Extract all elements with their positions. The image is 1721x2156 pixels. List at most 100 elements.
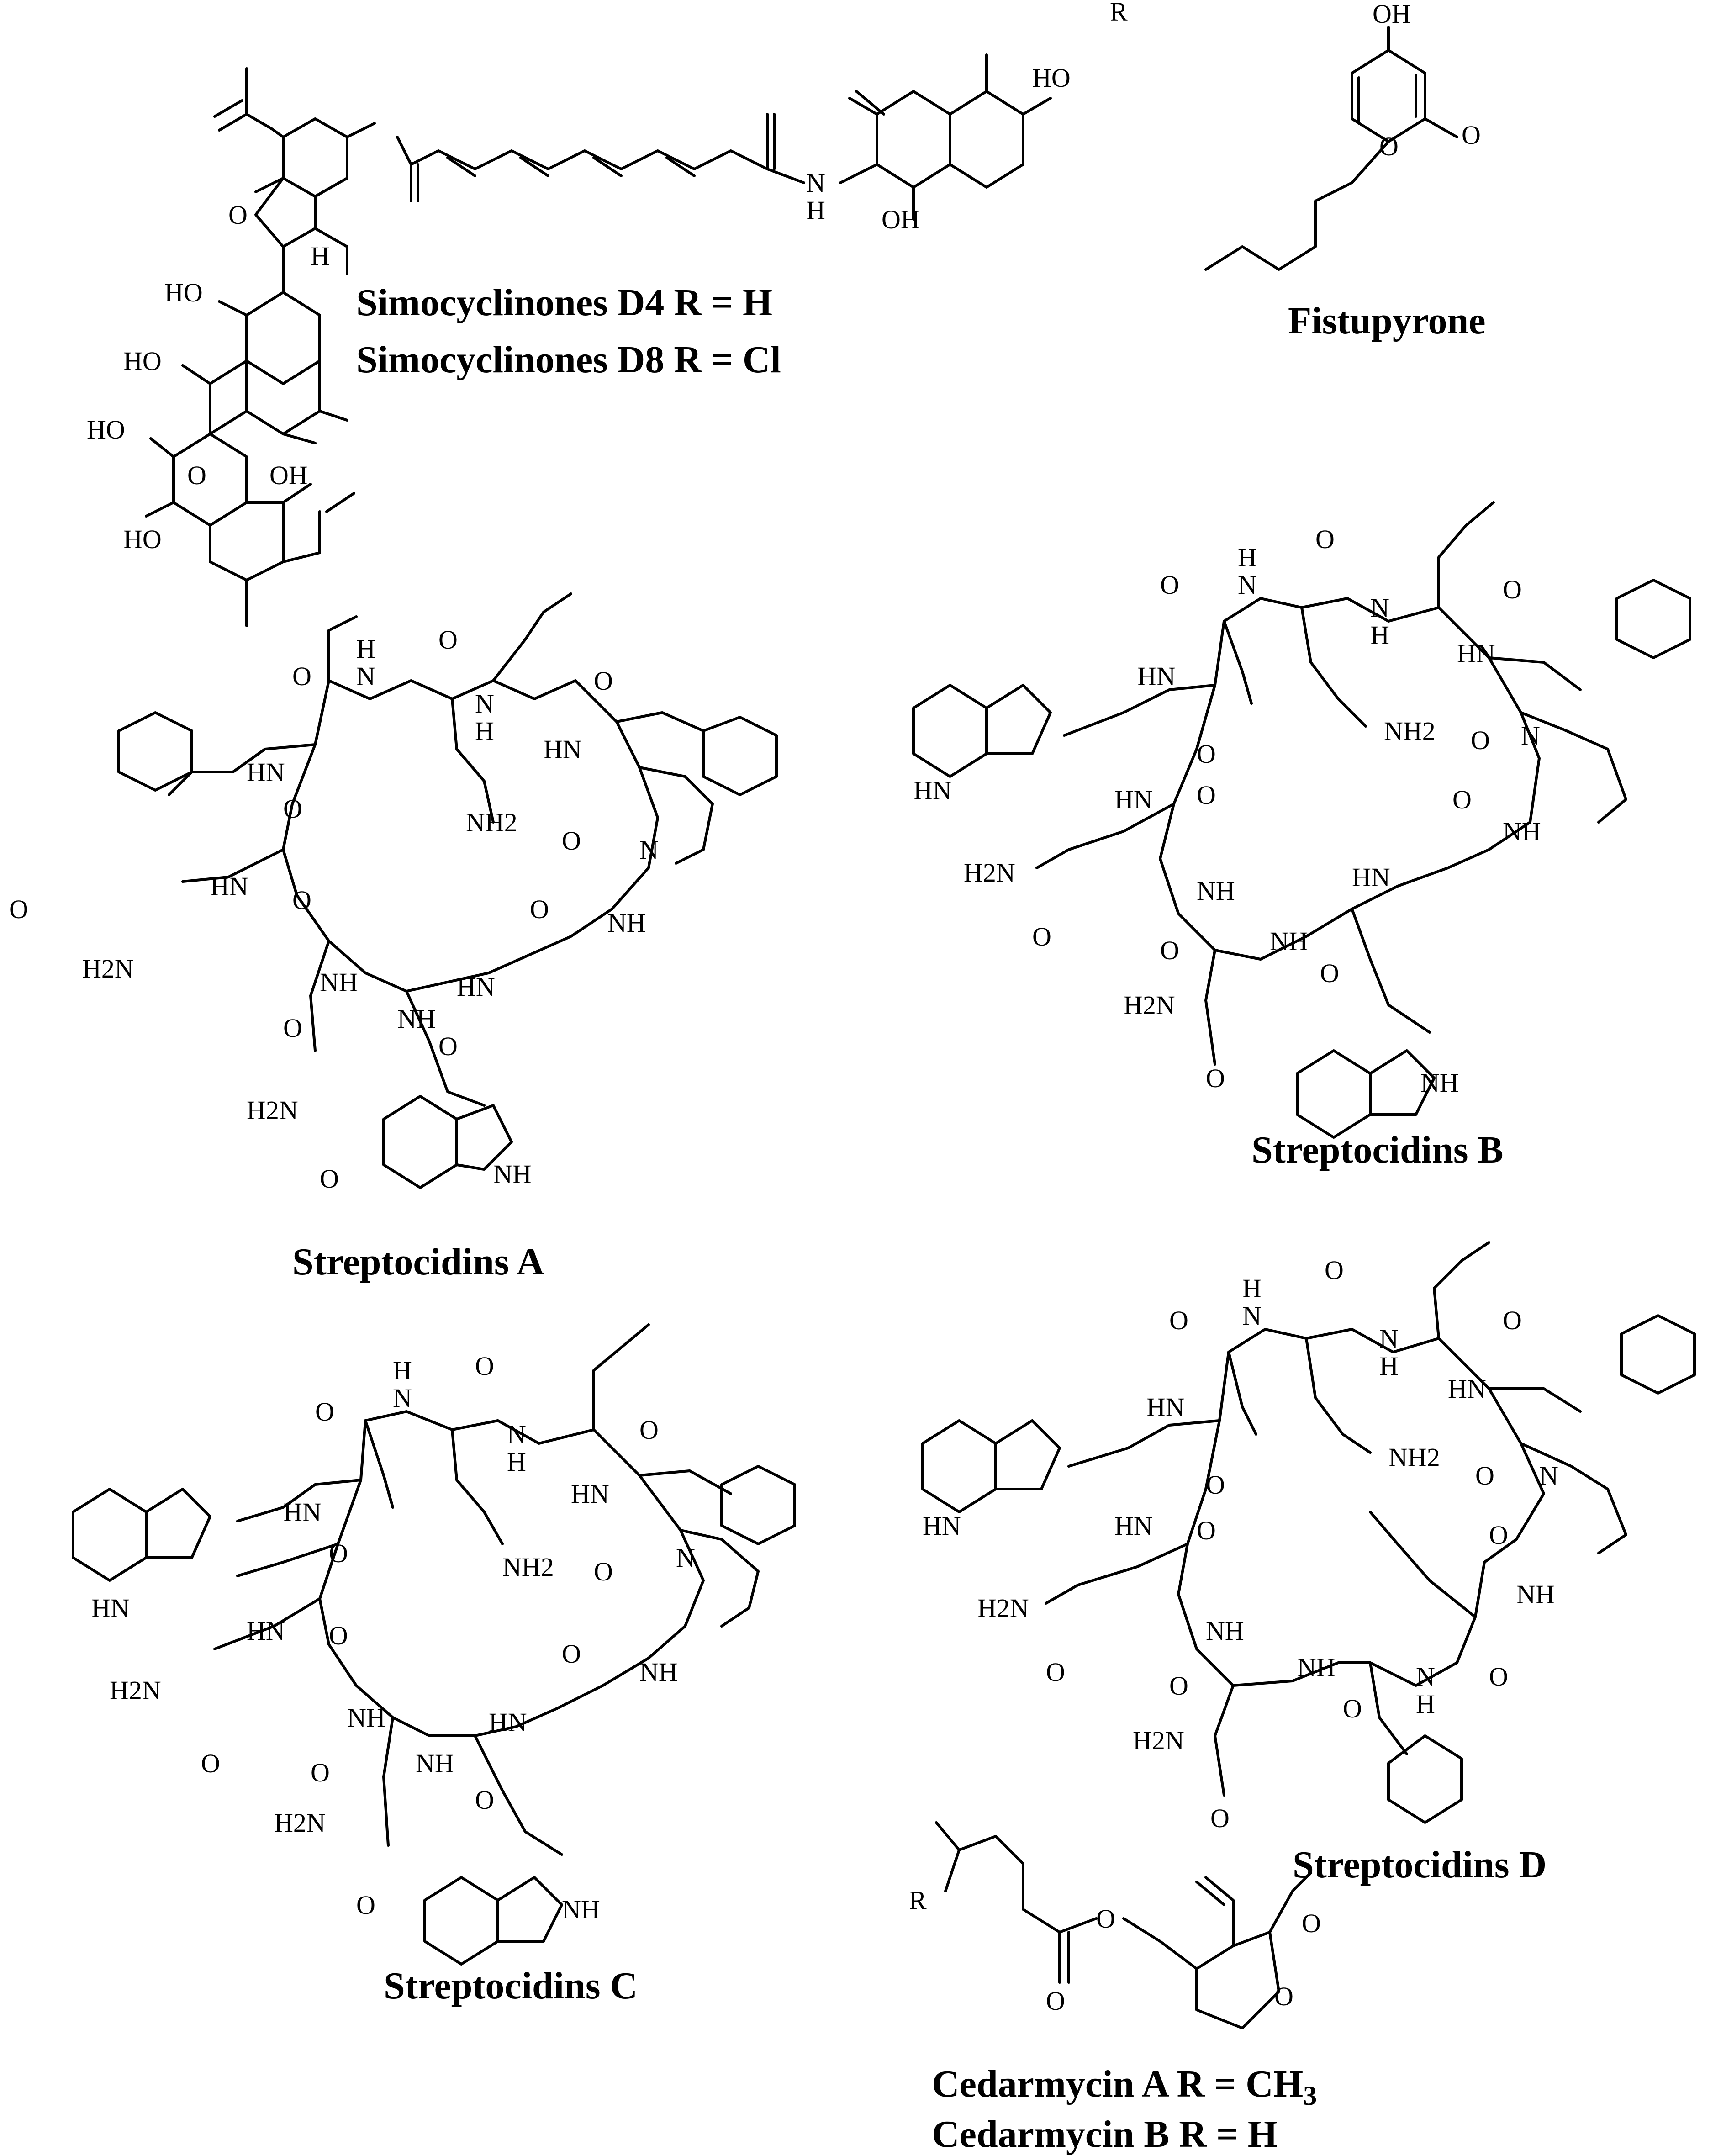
atom-label: O (187, 460, 206, 490)
atom-label: NH (1503, 817, 1541, 846)
atom-label: O (639, 1415, 659, 1445)
bond (314, 122, 376, 275)
atom-label: HN (923, 1511, 961, 1541)
atom-label: N (1539, 1461, 1558, 1490)
atom-label: O (292, 885, 311, 915)
atom-label: NH2 (1384, 716, 1436, 746)
atom-label: NH (1297, 1653, 1336, 1682)
atom-label: O (329, 1538, 348, 1568)
atom-label: N (1238, 570, 1257, 600)
atom-label: H2N (1133, 1726, 1184, 1755)
atom-label: O (1160, 935, 1179, 965)
cedarmycin-structure: R O O O O (909, 1821, 1321, 2029)
atom-label: O (1096, 1904, 1115, 1934)
atom-label: N (1416, 1662, 1435, 1691)
aromatic-ring (912, 579, 1691, 1139)
atom-label: HN (1137, 661, 1176, 691)
compound-name: Streptocidins A (292, 1241, 544, 1283)
atom-label: O (1320, 958, 1339, 988)
streptocidin-c-structure: O N H O N H O HN HN O NH2 O N HN HN O O … (72, 1323, 796, 1966)
atom-label: NH (1420, 1068, 1459, 1098)
atom-label: HN (1352, 862, 1390, 892)
bond (213, 99, 243, 118)
bond (410, 163, 419, 202)
aromatic-ring (117, 711, 778, 1189)
peptide-backbone (1177, 1328, 1545, 1687)
atom-label: O (228, 200, 248, 230)
sugar-ring (254, 117, 348, 248)
atom-label: H2N (110, 1675, 161, 1705)
bond (145, 364, 285, 581)
atom-label: N (393, 1383, 412, 1413)
atom-label: H (356, 634, 375, 664)
atom-label: N (475, 689, 494, 719)
atom-label: O (1475, 1461, 1494, 1490)
atom-label: OH (882, 205, 920, 234)
atom-label: NH (397, 1004, 436, 1034)
atom-label: H2N (82, 954, 134, 983)
peptide-backbone (1159, 597, 1541, 961)
atom-label: HO (123, 524, 162, 554)
atom-label: O (1379, 132, 1399, 161)
bond (218, 67, 273, 132)
atom-label: O (1032, 922, 1051, 951)
atom-label: O (1046, 1986, 1065, 2016)
atom-label: O (530, 894, 549, 924)
atom-label: O (475, 1785, 494, 1815)
atom-label: OH (269, 460, 308, 490)
bond (318, 410, 355, 513)
atom-label: HO (123, 346, 162, 376)
atom-label: H2N (1124, 990, 1175, 1020)
atom-label: O (1302, 1908, 1321, 1938)
atom-label: HN (1114, 1511, 1153, 1541)
compound-name: Streptocidins B (1251, 1129, 1504, 1171)
atom-label: HN (1114, 785, 1153, 814)
compound-name: Streptocidins D (1293, 1844, 1547, 1886)
streptocidin-d-structure: O N H O N H O HN HN O NH2 O N HN HN O O … (921, 1241, 1696, 1833)
atom-label: O (1503, 1305, 1522, 1335)
atom-label: NH (607, 908, 646, 938)
atom-label: O (1489, 1662, 1508, 1691)
atom-label: NH2 (1388, 1443, 1440, 1472)
atom-label: O (1274, 1982, 1293, 2011)
atom-label: O (320, 1164, 339, 1194)
atom-label: N (1379, 1324, 1399, 1353)
bond (935, 1821, 1312, 2029)
atom-label: NH (639, 1657, 678, 1687)
bond (1357, 74, 1417, 125)
atom-label: H2N (964, 858, 1015, 888)
compound-name: Simocyclinones D8 R = Cl (356, 338, 781, 381)
atom-label: O (1206, 1063, 1225, 1093)
atom-label: NH (320, 967, 358, 997)
atom-label: HN (489, 1707, 527, 1737)
atom-label: O (1343, 1694, 1362, 1723)
pyrone-ring (1204, 26, 1458, 271)
streptocidin-a-structure: O N H O N H O HN HN O NH2 O N O HN O H2N… (9, 592, 778, 1194)
atom-label: H (393, 1356, 412, 1385)
atom-label: O (438, 625, 458, 655)
atom-label: HN (1448, 1374, 1486, 1404)
atom-label: H (1238, 543, 1257, 572)
atom-label: O (292, 661, 311, 691)
atom-label: HN (1146, 1392, 1185, 1422)
bond (446, 156, 696, 177)
atom-label: H2N (977, 1593, 1029, 1623)
atom-label: H (1242, 1274, 1262, 1303)
atom-label: O (1315, 524, 1335, 554)
streptocidin-b-structure: O N H O N H O HN HN O NH2 O N HN HN O O … (912, 501, 1691, 1139)
atom-label: H (507, 1447, 526, 1477)
aromatic-ring (209, 245, 321, 435)
atom-label: H (1379, 1351, 1399, 1381)
atom-label: O (438, 1031, 458, 1061)
atom-label: H (1416, 1689, 1435, 1719)
atom-label: N (806, 168, 825, 198)
atom-label: NH (1197, 876, 1235, 906)
atom-label: NH (347, 1703, 385, 1733)
atom-label: NH2 (502, 1552, 554, 1582)
atom-label: HN (913, 776, 952, 805)
peptide-backbone (282, 679, 659, 993)
atom-label: HN (91, 1593, 130, 1623)
atom-label: N (1370, 593, 1389, 623)
bond (766, 113, 805, 184)
atom-label: O (329, 1621, 348, 1650)
